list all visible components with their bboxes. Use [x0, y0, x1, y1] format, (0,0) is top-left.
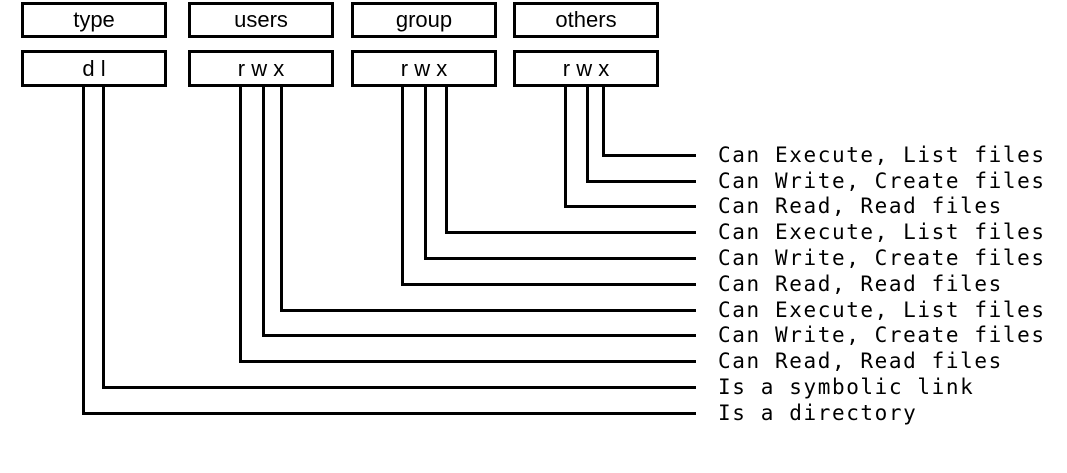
desc-symbolic-link: Is a symbolic link: [718, 375, 975, 399]
connector-others-r: [564, 87, 567, 208]
connector-others-x: [602, 87, 605, 157]
connector-line: [586, 180, 696, 183]
connector-users-r: [239, 87, 242, 363]
desc-users-execute: Can Execute, List files: [718, 298, 1046, 322]
connector-line: [424, 257, 696, 260]
connector-line: [564, 205, 696, 208]
connector-line: [262, 334, 696, 337]
connector-line: [102, 386, 696, 389]
connector-line: [445, 231, 696, 234]
desc-group-read: Can Read, Read files: [718, 272, 1003, 296]
desc-group-execute: Can Execute, List files: [718, 220, 1046, 244]
connector-line: [82, 412, 696, 415]
connector-line: [602, 154, 696, 157]
desc-others-read: Can Read, Read files: [718, 194, 1003, 218]
connector-users-w: [262, 87, 265, 337]
header-others: others: [513, 2, 659, 38]
desc-others-execute: Can Execute, List files: [718, 143, 1046, 167]
desc-users-read: Can Read, Read files: [718, 349, 1003, 373]
header-group: group: [351, 2, 497, 38]
flags-type: d l: [21, 50, 167, 87]
connector-users-x: [280, 87, 283, 312]
connector-line: [239, 360, 696, 363]
connector-line: [401, 283, 696, 286]
flags-group: r w x: [351, 50, 497, 87]
header-type: type: [21, 2, 167, 38]
connector-group-x: [445, 87, 448, 234]
desc-group-write: Can Write, Create files: [718, 246, 1046, 270]
connector-type-l: [102, 87, 105, 389]
connector-group-w: [424, 87, 427, 260]
connector-line: [280, 309, 696, 312]
connector-group-r: [401, 87, 404, 286]
desc-users-write: Can Write, Create files: [718, 323, 1046, 347]
header-users: users: [188, 2, 334, 38]
connector-type-d: [82, 87, 85, 415]
flags-users: r w x: [188, 50, 334, 87]
connector-others-w: [586, 87, 589, 183]
desc-others-write: Can Write, Create files: [718, 169, 1046, 193]
flags-others: r w x: [513, 50, 659, 87]
desc-directory: Is a directory: [718, 401, 918, 425]
